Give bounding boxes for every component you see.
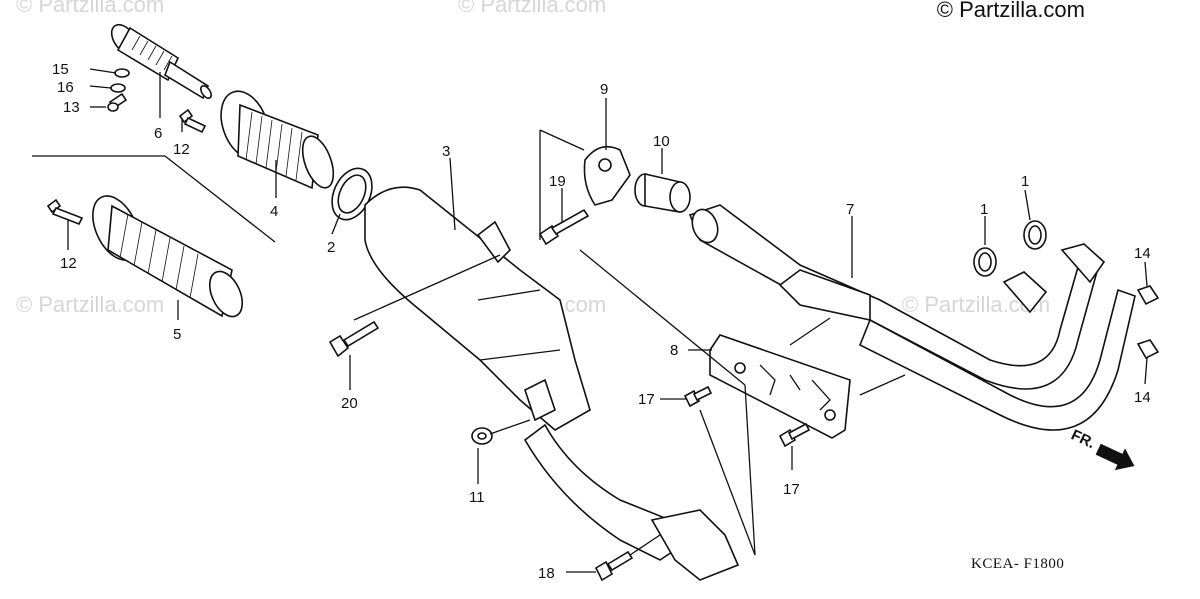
part-2-gasket[interactable] (324, 162, 379, 226)
drawing-code: KCEA- F1800 (971, 556, 1065, 572)
callout-6: 6 (154, 125, 162, 142)
leader-lines (67, 68, 1148, 573)
part-11-nut[interactable] (471, 427, 493, 445)
part-18-bolt[interactable] (594, 550, 634, 582)
part-6-arrester-insert[interactable] (107, 20, 214, 100)
callout-8: 8 (670, 342, 678, 359)
front-direction-indicator: FR. (1068, 427, 1135, 471)
watermark-top-left: © Partzilla.com (16, 0, 165, 17)
front-arrow-icon (1095, 443, 1135, 471)
callout-20: 20 (341, 395, 358, 412)
callout-11: 11 (469, 489, 485, 506)
callout-17-bottom: 17 (783, 481, 800, 498)
callout-2: 2 (327, 239, 335, 256)
part-3-muffler[interactable] (364, 186, 740, 581)
callout-9: 9 (600, 81, 608, 98)
callout-3: 3 (442, 143, 450, 160)
part-16-washer[interactable] (110, 83, 126, 93)
callout-1-right: 1 (1021, 173, 1029, 190)
part-12-bolt-upper[interactable] (178, 108, 207, 134)
callout-4: 4 (270, 203, 278, 220)
part-10-sleeve[interactable] (634, 172, 691, 213)
part-14-nut-a[interactable] (1136, 285, 1160, 306)
watermark-mid-left: © Partzilla.com (16, 292, 165, 317)
callout-12-lower: 12 (60, 255, 77, 272)
part-15-washer[interactable] (114, 68, 130, 78)
callout-7: 7 (846, 201, 854, 218)
alternate-part-divider (32, 155, 276, 243)
callout-16: 16 (57, 79, 74, 96)
callout-15: 15 (52, 61, 69, 78)
callout-1-left: 1 (980, 201, 988, 218)
front-indicator-label: FR. (1068, 427, 1097, 453)
part-9-clamp[interactable] (583, 145, 631, 206)
part-7-exhaust-pipes[interactable] (688, 204, 1136, 431)
callout-17-left: 17 (638, 391, 655, 408)
part-13-screw[interactable] (107, 92, 128, 112)
callout-14-upper: 14 (1134, 245, 1151, 262)
callout-10: 10 (653, 133, 670, 150)
part-4-tailpipe[interactable] (212, 85, 339, 192)
callout-18: 18 (538, 565, 555, 582)
part-8-heat-shield[interactable] (709, 334, 851, 439)
part-1-gasket-b[interactable] (1023, 220, 1047, 250)
part-1-gasket-a[interactable] (973, 247, 997, 277)
part-5-alt-tailpipe[interactable] (84, 189, 249, 322)
part-12-bolt-lower[interactable] (46, 198, 84, 226)
part-19-bolt[interactable] (538, 208, 590, 246)
callout-13: 13 (63, 99, 80, 116)
callout-19: 19 (549, 173, 566, 190)
part-20-bolt[interactable] (328, 320, 380, 358)
watermark-top-center: © Partzilla.com (458, 0, 607, 17)
part-17-bolt-a[interactable] (683, 385, 713, 408)
part-14-nut-b[interactable] (1136, 339, 1160, 360)
callout-12-upper: 12 (173, 141, 190, 158)
part-17-bolt-b[interactable] (778, 422, 811, 448)
callout-5: 5 (173, 326, 181, 343)
copyright-notice: © Partzilla.com (936, 0, 1085, 22)
callout-14-lower: 14 (1134, 389, 1151, 406)
